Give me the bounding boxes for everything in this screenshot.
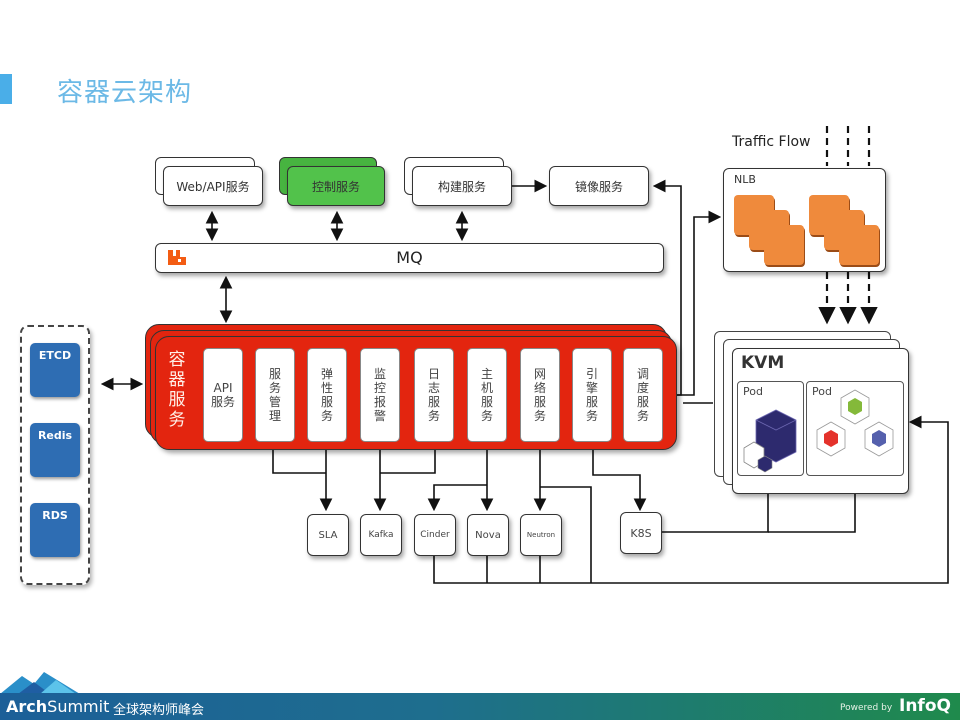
container-cubes-icon xyxy=(816,389,894,457)
svc-scheduler-label: 调度服务 xyxy=(636,367,649,423)
arrow-host-cinder xyxy=(427,484,487,512)
control-service-label: 控制服务 xyxy=(311,179,360,194)
arrow-scheduler-nlb xyxy=(676,210,722,396)
backend-cinder-label: Cinder xyxy=(420,530,450,540)
backend-nova-label: Nova xyxy=(475,529,501,541)
storage-group: ETCD Redis RDS xyxy=(20,325,90,585)
control-service-box[interactable]: 控制服务 xyxy=(287,166,385,206)
svc-log-label: 日志服务 xyxy=(427,367,440,423)
build-service-label: 构建服务 xyxy=(437,179,486,194)
kvm-label: KVM xyxy=(741,353,785,373)
svc-scheduler[interactable]: 调度服务 xyxy=(623,348,663,442)
svc-api[interactable]: API服务 xyxy=(203,348,243,442)
backend-cinder[interactable]: Cinder xyxy=(414,514,456,556)
backend-kafka-label: Kafka xyxy=(368,530,394,540)
kvm-host[interactable]: KVM Pod Pod xyxy=(732,348,909,494)
line-api-sla xyxy=(272,442,326,474)
nlb-box[interactable]: NLB xyxy=(723,168,886,272)
container-cube-icon xyxy=(743,409,797,473)
footer-brand-bold: Arch xyxy=(6,697,48,716)
svc-api-label: API服务 xyxy=(210,381,235,409)
svc-engine[interactable]: 引擎服务 xyxy=(572,348,612,442)
backend-k8s[interactable]: K8S xyxy=(620,512,662,554)
svc-monitor-alert[interactable]: 监控报警 xyxy=(360,348,400,442)
line-monitor-kafka xyxy=(380,442,436,474)
image-service-label: 镜像服务 xyxy=(574,179,623,194)
build-service-box[interactable]: 构建服务 xyxy=(412,166,512,206)
storage-etcd[interactable]: ETCD xyxy=(30,343,80,397)
footer-infoq-logo: InfoQ xyxy=(899,696,951,716)
nlb-instance-icon xyxy=(839,225,879,265)
line-backend-bus xyxy=(433,415,949,584)
line-network-bus xyxy=(540,486,592,583)
nlb-instance-icon xyxy=(764,225,804,265)
svc-host[interactable]: 主机服务 xyxy=(467,348,507,442)
storage-redis[interactable]: Redis xyxy=(30,423,80,477)
svc-network[interactable]: 网络服务 xyxy=(520,348,560,442)
mq-bar[interactable]: MQ xyxy=(155,243,664,273)
backend-sla[interactable]: SLA xyxy=(307,514,349,556)
image-service-box[interactable]: 镜像服务 xyxy=(549,166,649,206)
arrow-engine-k8s xyxy=(592,442,647,512)
footer-brand: ArchSummit xyxy=(6,697,109,716)
footer-powered-by: Powered by xyxy=(840,703,893,713)
backend-kafka[interactable]: Kafka xyxy=(360,514,402,556)
svc-service-management-label: 服务管理 xyxy=(268,367,281,423)
mq-label: MQ xyxy=(396,248,423,267)
footer-subtitle: 全球架构师峰会 xyxy=(113,703,205,718)
pod-1-label: Pod xyxy=(743,385,763,398)
storage-rds[interactable]: RDS xyxy=(30,503,80,557)
arrow-k8s-pod2 xyxy=(768,474,862,533)
pod-2-label: Pod xyxy=(812,385,832,398)
svc-elastic-label: 弹性服务 xyxy=(320,367,333,423)
svc-engine-label: 引擎服务 xyxy=(585,367,598,423)
archsummit-mountain-logo xyxy=(0,672,80,694)
svc-elastic[interactable]: 弹性服务 xyxy=(307,348,347,442)
page-title: 容器云架构 xyxy=(57,78,193,108)
backend-sla-label: SLA xyxy=(318,529,338,541)
web-api-service-label: Web/API服务 xyxy=(176,179,250,194)
container-service-title: 容器服务 xyxy=(168,350,186,430)
svc-host-label: 主机服务 xyxy=(480,367,493,423)
traffic-flow-label: Traffic Flow xyxy=(732,134,811,150)
footer-brand-rest: Summit xyxy=(47,697,110,716)
backend-neutron[interactable]: Neutron xyxy=(520,514,562,556)
backend-k8s-label: K8S xyxy=(630,526,652,540)
footer-bar xyxy=(0,693,960,720)
pod-1[interactable]: Pod xyxy=(737,381,804,476)
web-api-service-box[interactable]: Web/API服务 xyxy=(163,166,263,206)
svc-network-label: 网络服务 xyxy=(533,367,546,423)
pod-2[interactable]: Pod xyxy=(806,381,904,476)
backend-nova[interactable]: Nova xyxy=(467,514,509,556)
svc-service-management[interactable]: 服务管理 xyxy=(255,348,295,442)
rabbitmq-icon xyxy=(168,250,186,265)
nlb-label: NLB xyxy=(734,173,756,186)
svc-log[interactable]: 日志服务 xyxy=(414,348,454,442)
svc-monitor-alert-label: 监控报警 xyxy=(373,367,386,423)
title-accent-bar xyxy=(0,74,12,104)
backend-neutron-label: Neutron xyxy=(526,531,556,539)
